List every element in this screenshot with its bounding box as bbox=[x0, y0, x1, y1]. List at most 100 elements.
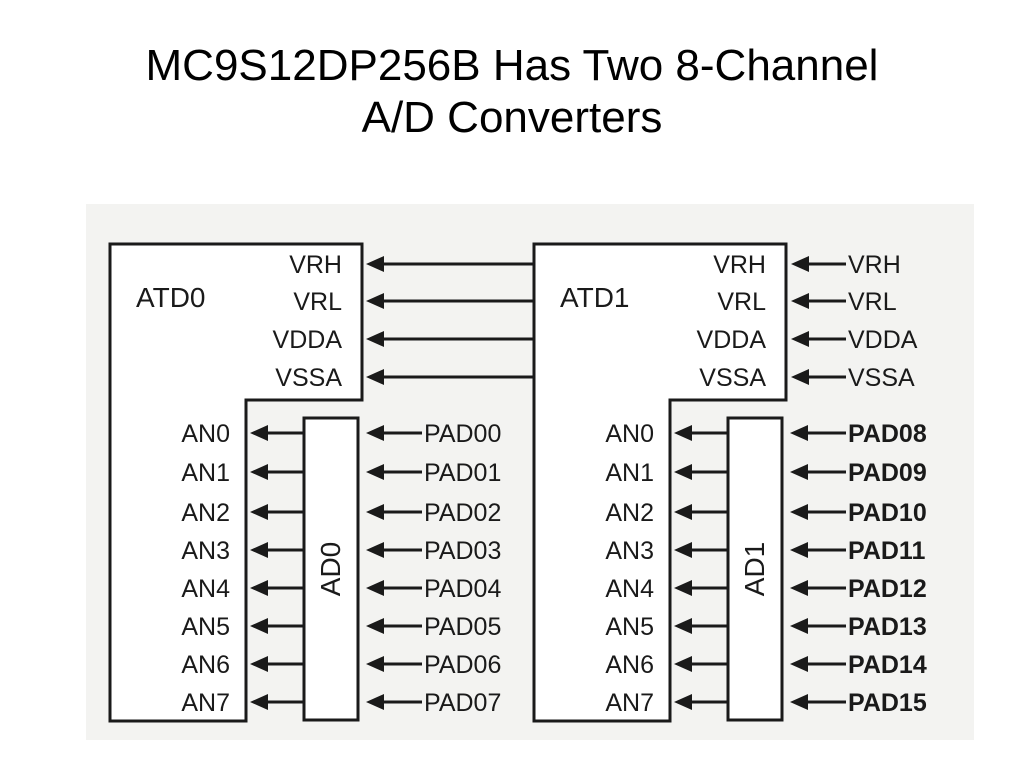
atd1-channel-arrow-2 bbox=[674, 504, 728, 520]
ext-ref-vrh: VRH bbox=[848, 251, 901, 279]
atd0-pad-arrow-4 bbox=[366, 580, 422, 596]
atd0-pad-7: PAD07 bbox=[424, 689, 501, 717]
arrow-head bbox=[674, 542, 692, 558]
atd1-channel-5: AN5 bbox=[605, 613, 654, 641]
arrow-head bbox=[250, 542, 268, 558]
atd1-pad-arrow-3 bbox=[790, 542, 846, 558]
ref-link-arrow-2 bbox=[366, 331, 534, 347]
atd0-channel-arrow-7 bbox=[250, 694, 304, 710]
atd1-channel-arrow-1 bbox=[674, 464, 728, 480]
arrow-head bbox=[250, 580, 268, 596]
atd0-channel-arrow-4 bbox=[250, 580, 304, 596]
atd0-pad-6: PAD06 bbox=[424, 651, 501, 679]
arrow-head bbox=[674, 618, 692, 634]
ref-link-arrow-3 bbox=[366, 369, 534, 385]
arrow-head bbox=[250, 656, 268, 672]
arrow-head bbox=[674, 694, 692, 710]
arrow-head bbox=[250, 464, 268, 480]
arrow-head bbox=[366, 580, 384, 596]
atd1-mux-label: AD1 bbox=[739, 542, 770, 596]
arrow-head bbox=[791, 369, 809, 385]
atd0-pad-3: PAD03 bbox=[424, 537, 501, 565]
arrow-head bbox=[790, 542, 808, 558]
atd0-channel-arrow-1 bbox=[250, 464, 304, 480]
arrow-head bbox=[366, 464, 384, 480]
atd0-channel-7: AN7 bbox=[181, 689, 230, 717]
arrow-head bbox=[366, 256, 384, 272]
atd1-ref-vdda: VDDA bbox=[697, 326, 767, 354]
atd1-pad-2: PAD10 bbox=[848, 499, 927, 527]
ext-ref-vdda: VDDA bbox=[848, 326, 918, 354]
atd1-channel-1: AN1 bbox=[605, 459, 654, 487]
arrow-head bbox=[674, 464, 692, 480]
arrow-head bbox=[791, 331, 809, 347]
atd0-pad-4: PAD04 bbox=[424, 575, 501, 603]
ext-ref-arrow-0 bbox=[791, 256, 846, 272]
ext-ref-vrl: VRL bbox=[848, 288, 897, 316]
atd0-pad-1: PAD01 bbox=[424, 459, 501, 487]
atd0-ref-vdda: VDDA bbox=[273, 326, 343, 354]
atd0-pad-arrow-6 bbox=[366, 656, 422, 672]
atd1-channel-4: AN4 bbox=[605, 575, 654, 603]
atd1-pad-arrow-7 bbox=[790, 694, 846, 710]
ref-link-arrow-1 bbox=[366, 293, 534, 309]
diagram-canvas: ATD0VRHVRLVDDAVSSAAN0AN1AN2AN3AN4AN5AN6A… bbox=[86, 204, 974, 740]
arrow-head bbox=[250, 504, 268, 520]
ext-ref-arrow-1 bbox=[791, 293, 846, 309]
atd1-pad-3: PAD11 bbox=[848, 537, 925, 565]
atd1-channel-0: AN0 bbox=[605, 420, 654, 448]
atd0-channel-0: AN0 bbox=[181, 420, 230, 448]
arrow-head bbox=[790, 580, 808, 596]
arrow-head bbox=[366, 504, 384, 520]
atd1-channel-7: AN7 bbox=[605, 689, 654, 717]
atd0-channel-arrow-2 bbox=[250, 504, 304, 520]
arrow-head bbox=[366, 331, 384, 347]
arrow-head bbox=[366, 694, 384, 710]
arrow-head bbox=[250, 694, 268, 710]
ref-link-arrow-0 bbox=[366, 256, 534, 272]
atd0-pad-2: PAD02 bbox=[424, 499, 501, 527]
arrow-head bbox=[790, 464, 808, 480]
atd1-channel-arrow-7 bbox=[674, 694, 728, 710]
atd1-ref-vssa: VSSA bbox=[699, 364, 766, 392]
arrow-head bbox=[790, 618, 808, 634]
atd0-mux-block bbox=[302, 416, 360, 722]
atd1-pad-arrow-0 bbox=[790, 425, 846, 441]
arrow-head bbox=[791, 256, 809, 272]
atd1-pad-4: PAD12 bbox=[848, 575, 927, 603]
atd1-channel-2: AN2 bbox=[605, 499, 654, 527]
arrow-head bbox=[674, 504, 692, 520]
atd1-pad-arrow-6 bbox=[790, 656, 846, 672]
atd1-pad-0: PAD08 bbox=[848, 420, 927, 448]
atd1-pad-5: PAD13 bbox=[848, 613, 927, 641]
atd0-pad-5: PAD05 bbox=[424, 613, 501, 641]
atd0-block bbox=[108, 242, 364, 723]
atd1-mux-block bbox=[726, 416, 784, 722]
atd1-channel-arrow-5 bbox=[674, 618, 728, 634]
arrow-head bbox=[366, 542, 384, 558]
atd1-channel-arrow-4 bbox=[674, 580, 728, 596]
atd1-pad-7: PAD15 bbox=[848, 689, 927, 717]
atd1-ref-vrh: VRH bbox=[713, 251, 766, 279]
arrow-head bbox=[790, 425, 808, 441]
atd0-channel-3: AN3 bbox=[181, 537, 230, 565]
title-line-1: MC9S12DP256B Has Two 8-Channel bbox=[145, 41, 879, 90]
atd0-ref-vssa: VSSA bbox=[275, 364, 342, 392]
atd0-mux-label: AD0 bbox=[315, 542, 346, 596]
atd1-ref-vrl: VRL bbox=[717, 288, 766, 316]
slide-title: MC9S12DP256B Has Two 8-Channel A/D Conve… bbox=[0, 40, 1024, 144]
atd0-pad-arrow-1 bbox=[366, 464, 422, 480]
atd0-name: ATD0 bbox=[136, 282, 206, 313]
arrow-head bbox=[250, 618, 268, 634]
atd1-group: ATD1VRHVRLVDDAVSSAAN0AN1AN2AN3AN4AN5AN6A… bbox=[532, 242, 927, 723]
atd0-pad-arrow-0 bbox=[366, 425, 422, 441]
atd0-pad-arrow-5 bbox=[366, 618, 422, 634]
atd1-channel-6: AN6 bbox=[605, 651, 654, 679]
atd0-channel-arrow-0 bbox=[250, 425, 304, 441]
atd1-channel-arrow-3 bbox=[674, 542, 728, 558]
arrow-head bbox=[250, 425, 268, 441]
ext-ref-arrow-3 bbox=[791, 369, 846, 385]
title-line-2: A/D Converters bbox=[361, 93, 663, 142]
arrow-head bbox=[366, 293, 384, 309]
arrow-head bbox=[674, 656, 692, 672]
